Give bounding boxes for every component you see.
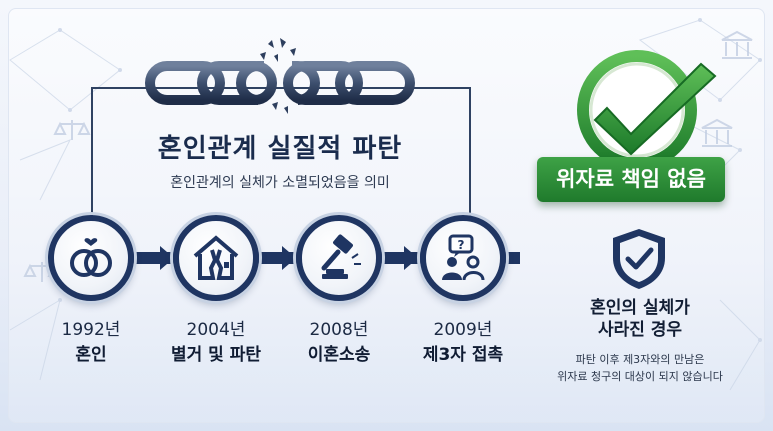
headline-title: 혼인관계 실질적 파탄 — [157, 134, 403, 164]
shield-check-icon — [613, 229, 665, 289]
timeline-event: 혼인 — [75, 345, 107, 365]
broken-house-icon — [193, 235, 239, 280]
conclusion-title-line1: 혼인의 실체가 — [590, 298, 690, 318]
gavel-icon — [321, 234, 361, 279]
wedding-rings-icon — [70, 238, 112, 277]
timeline-event: 이혼소송 — [307, 345, 371, 365]
timeline-step-4-circle: ? — [420, 215, 506, 301]
conclusion-title: 혼인의 실체가 사라진 경우 — [565, 297, 715, 341]
timeline-step-2-circle — [173, 215, 259, 301]
timeline-year: 1992년 — [61, 320, 121, 340]
verdict-label: 위자료 책임 없음 — [537, 157, 725, 202]
svg-text:?: ? — [458, 238, 465, 252]
timeline-step-1-circle — [48, 215, 134, 301]
conclusion-desc-line1: 파탄 이후 제3자와의 만남은 — [575, 353, 705, 366]
conclusion-description: 파탄 이후 제3자와의 만남은 위자료 청구의 대상이 되지 않습니다 — [540, 351, 740, 385]
green-check-icon — [577, 50, 717, 170]
conclusion-desc-line2: 위자료 청구의 대상이 되지 않습니다 — [557, 370, 723, 383]
conclusion-title-line2: 사라진 경우 — [597, 320, 683, 340]
broken-chain-icon — [145, 38, 415, 114]
headline-subtitle: 혼인관계의 실체가 소멸되었음을 의미 — [170, 175, 390, 191]
timeline-event: 제3자 접촉 — [422, 345, 504, 365]
timeline-bracket-line — [91, 87, 471, 221]
timeline-year: 2004년 — [186, 320, 246, 340]
people-question-icon: ? — [442, 234, 485, 281]
timeline-year: 2008년 — [309, 320, 369, 340]
timeline-step-3-circle — [296, 215, 382, 301]
timeline-year: 2009년 — [433, 320, 493, 340]
faint-courthouse-icon — [701, 30, 753, 147]
timeline-event: 별거 및 파탄 — [170, 345, 262, 365]
